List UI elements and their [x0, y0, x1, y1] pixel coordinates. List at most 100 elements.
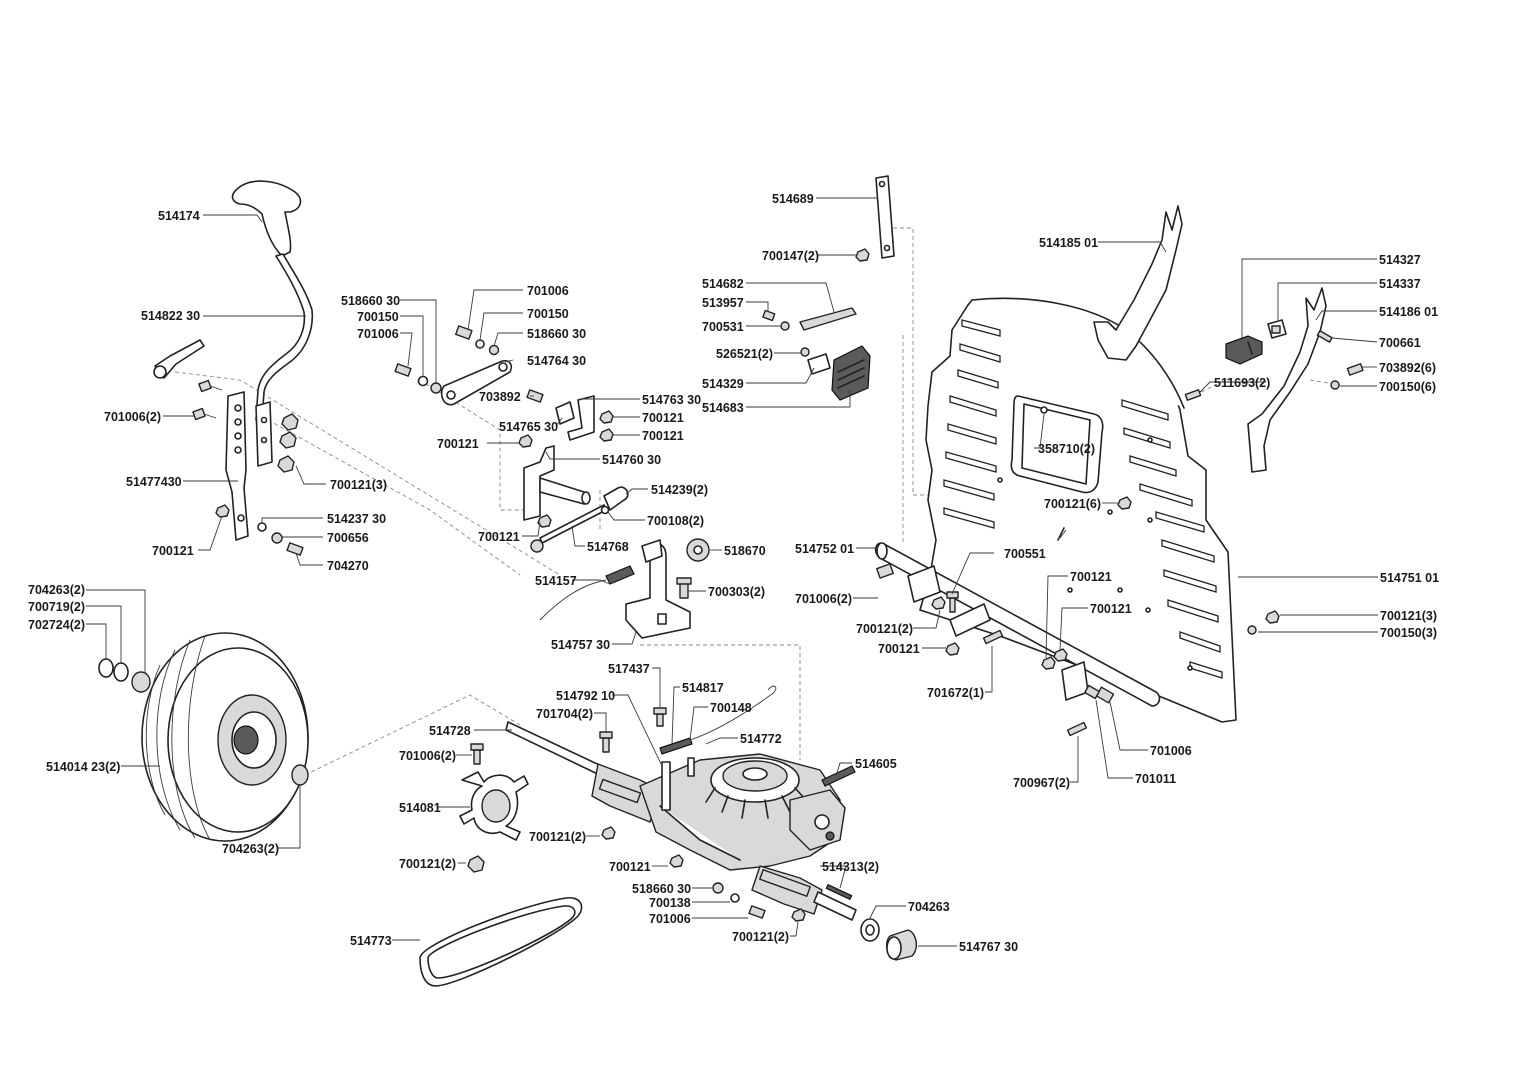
label-701672-1: 701672(1) — [927, 686, 984, 700]
label-514239-2: 514239(2) — [651, 483, 708, 497]
label-514773: 514773 — [350, 934, 392, 948]
seat-bracket-514186-01 — [1247, 287, 1327, 473]
bolt-701006-c — [394, 363, 412, 377]
label-700121-6: 700121(6) — [1044, 497, 1101, 511]
label-701006-2-b: 701006(2) — [795, 592, 852, 606]
link-bar-514764-30 — [440, 359, 513, 406]
nut-700121-b — [599, 410, 614, 424]
label-700108-2: 700108(2) — [647, 514, 704, 528]
label-704263-2-b: 704263(2) — [222, 842, 279, 856]
bolt-517437 — [653, 707, 667, 727]
label-700531: 700531 — [702, 320, 744, 334]
label-700121-f: 700121 — [1070, 570, 1112, 584]
label-701704-2: 701704(2) — [536, 707, 593, 721]
nut-700121-n — [1053, 648, 1068, 662]
mount-bar-b — [759, 869, 811, 897]
frame-tube-514752-01 — [874, 527, 1280, 737]
label-514822-30: 514822 30 — [141, 309, 200, 323]
washer-514237-30 — [257, 522, 267, 532]
grille-514683 — [831, 345, 871, 401]
label-701006-c: 701006 — [1150, 744, 1192, 758]
tube-bracket-b — [949, 603, 991, 637]
label-700121-3-a: 700121(3) — [330, 478, 387, 492]
label-700121-b: 700121 — [642, 411, 684, 425]
label-518660-30-c: 518660 30 — [632, 882, 691, 896]
bolt-701006-f — [748, 905, 766, 919]
bolt-701006-d — [455, 325, 473, 340]
label-704263-2-a: 704263(2) — [28, 583, 85, 597]
label-700148: 700148 — [710, 701, 752, 715]
label-514792-10: 514792 10 — [556, 689, 615, 703]
label-514157: 514157 — [535, 574, 577, 588]
pin-514313 — [825, 883, 853, 901]
label-701006-2-c: 701006(2) — [399, 749, 456, 763]
label-701006-b: 701006 — [527, 284, 569, 298]
label-700121-3-b: 700121(3) — [1380, 609, 1437, 623]
switch-514327 — [1225, 335, 1263, 365]
tube-514752-01 — [874, 542, 1161, 707]
nut-518660-30-b — [488, 344, 500, 356]
label-700121-g: 700121 — [1090, 602, 1132, 616]
label-702724-2: 702724(2) — [28, 618, 85, 632]
label-700656: 700656 — [327, 531, 369, 545]
lever-bracket-51477430 — [225, 391, 249, 541]
bushing-704263-b — [291, 764, 309, 786]
nut-700121-m — [1041, 656, 1056, 670]
label-514728: 514728 — [429, 724, 471, 738]
lever-rod-514822-30 — [255, 253, 314, 421]
label-514605: 514605 — [855, 757, 897, 771]
ball-joint-514239-b — [603, 486, 629, 511]
bracket-514763-30 — [567, 395, 595, 441]
lever-plate — [255, 401, 273, 467]
bracket-514329 — [807, 353, 831, 375]
bolt-701006-e — [470, 743, 484, 765]
axle-shaft-right — [813, 891, 857, 921]
nut-700121-d — [518, 434, 533, 448]
label-514081: 514081 — [399, 801, 441, 815]
bracket-514760-30 — [523, 445, 555, 521]
seat-plate-slots-left — [943, 319, 1001, 529]
label-514337: 514337 — [1379, 277, 1421, 291]
label-514327: 514327 — [1379, 253, 1421, 267]
bolt-700967 — [1066, 721, 1088, 737]
label-701006-d: 701006 — [649, 912, 691, 926]
nut-700121-k — [931, 596, 946, 610]
spring-rod-700148 — [689, 685, 777, 741]
spacer-514765-30 — [555, 401, 575, 425]
bolt-701006-b — [192, 407, 217, 421]
label-358710-2: 358710(2) — [1038, 442, 1095, 456]
label-514185-01: 514185 01 — [1039, 236, 1098, 250]
label-514313-2: 514313(2) — [822, 860, 879, 874]
pin-700661 — [1316, 330, 1333, 343]
bolt-704270 — [286, 542, 304, 556]
label-700121-2-b: 700121(2) — [399, 857, 456, 871]
part-number-labels: 514174 514822 30 701006(2) 51477430 7001… — [28, 192, 1439, 954]
label-700551: 700551 — [1004, 547, 1046, 561]
bushing-704263-a — [131, 671, 151, 693]
nut-700121-c — [599, 428, 614, 442]
label-701006-a: 701006 — [357, 327, 399, 341]
nut-700121-e — [537, 514, 552, 528]
pin — [539, 477, 590, 505]
wheel-hub — [233, 725, 259, 755]
nut-700121-f — [467, 855, 485, 873]
nut-700147 — [855, 248, 870, 262]
nut-526521 — [800, 347, 810, 357]
spring-514817 — [659, 737, 693, 755]
bolt-703892-6 — [1346, 363, 1364, 376]
label-700150-6: 700150(6) — [1379, 380, 1436, 394]
label-700121-i: 700121 — [609, 860, 651, 874]
bolt-701672 — [982, 629, 1004, 645]
ball-joint-514239-a — [530, 539, 544, 553]
label-514751-01: 514751 01 — [1380, 571, 1439, 585]
label-700150-3: 700150(3) — [1380, 626, 1437, 640]
nut-700121-stack-2 — [279, 431, 297, 449]
tube-bracket-a — [907, 565, 941, 603]
label-514763-30: 514763 30 — [642, 393, 701, 407]
label-514767-30: 514767 30 — [959, 940, 1018, 954]
label-514186-01: 514186 01 — [1379, 305, 1438, 319]
assembly-guide-lines — [174, 227, 1341, 776]
circlip-702724 — [98, 658, 114, 678]
bolt-701704 — [599, 731, 613, 753]
label-514765-30: 514765 30 — [499, 420, 558, 434]
